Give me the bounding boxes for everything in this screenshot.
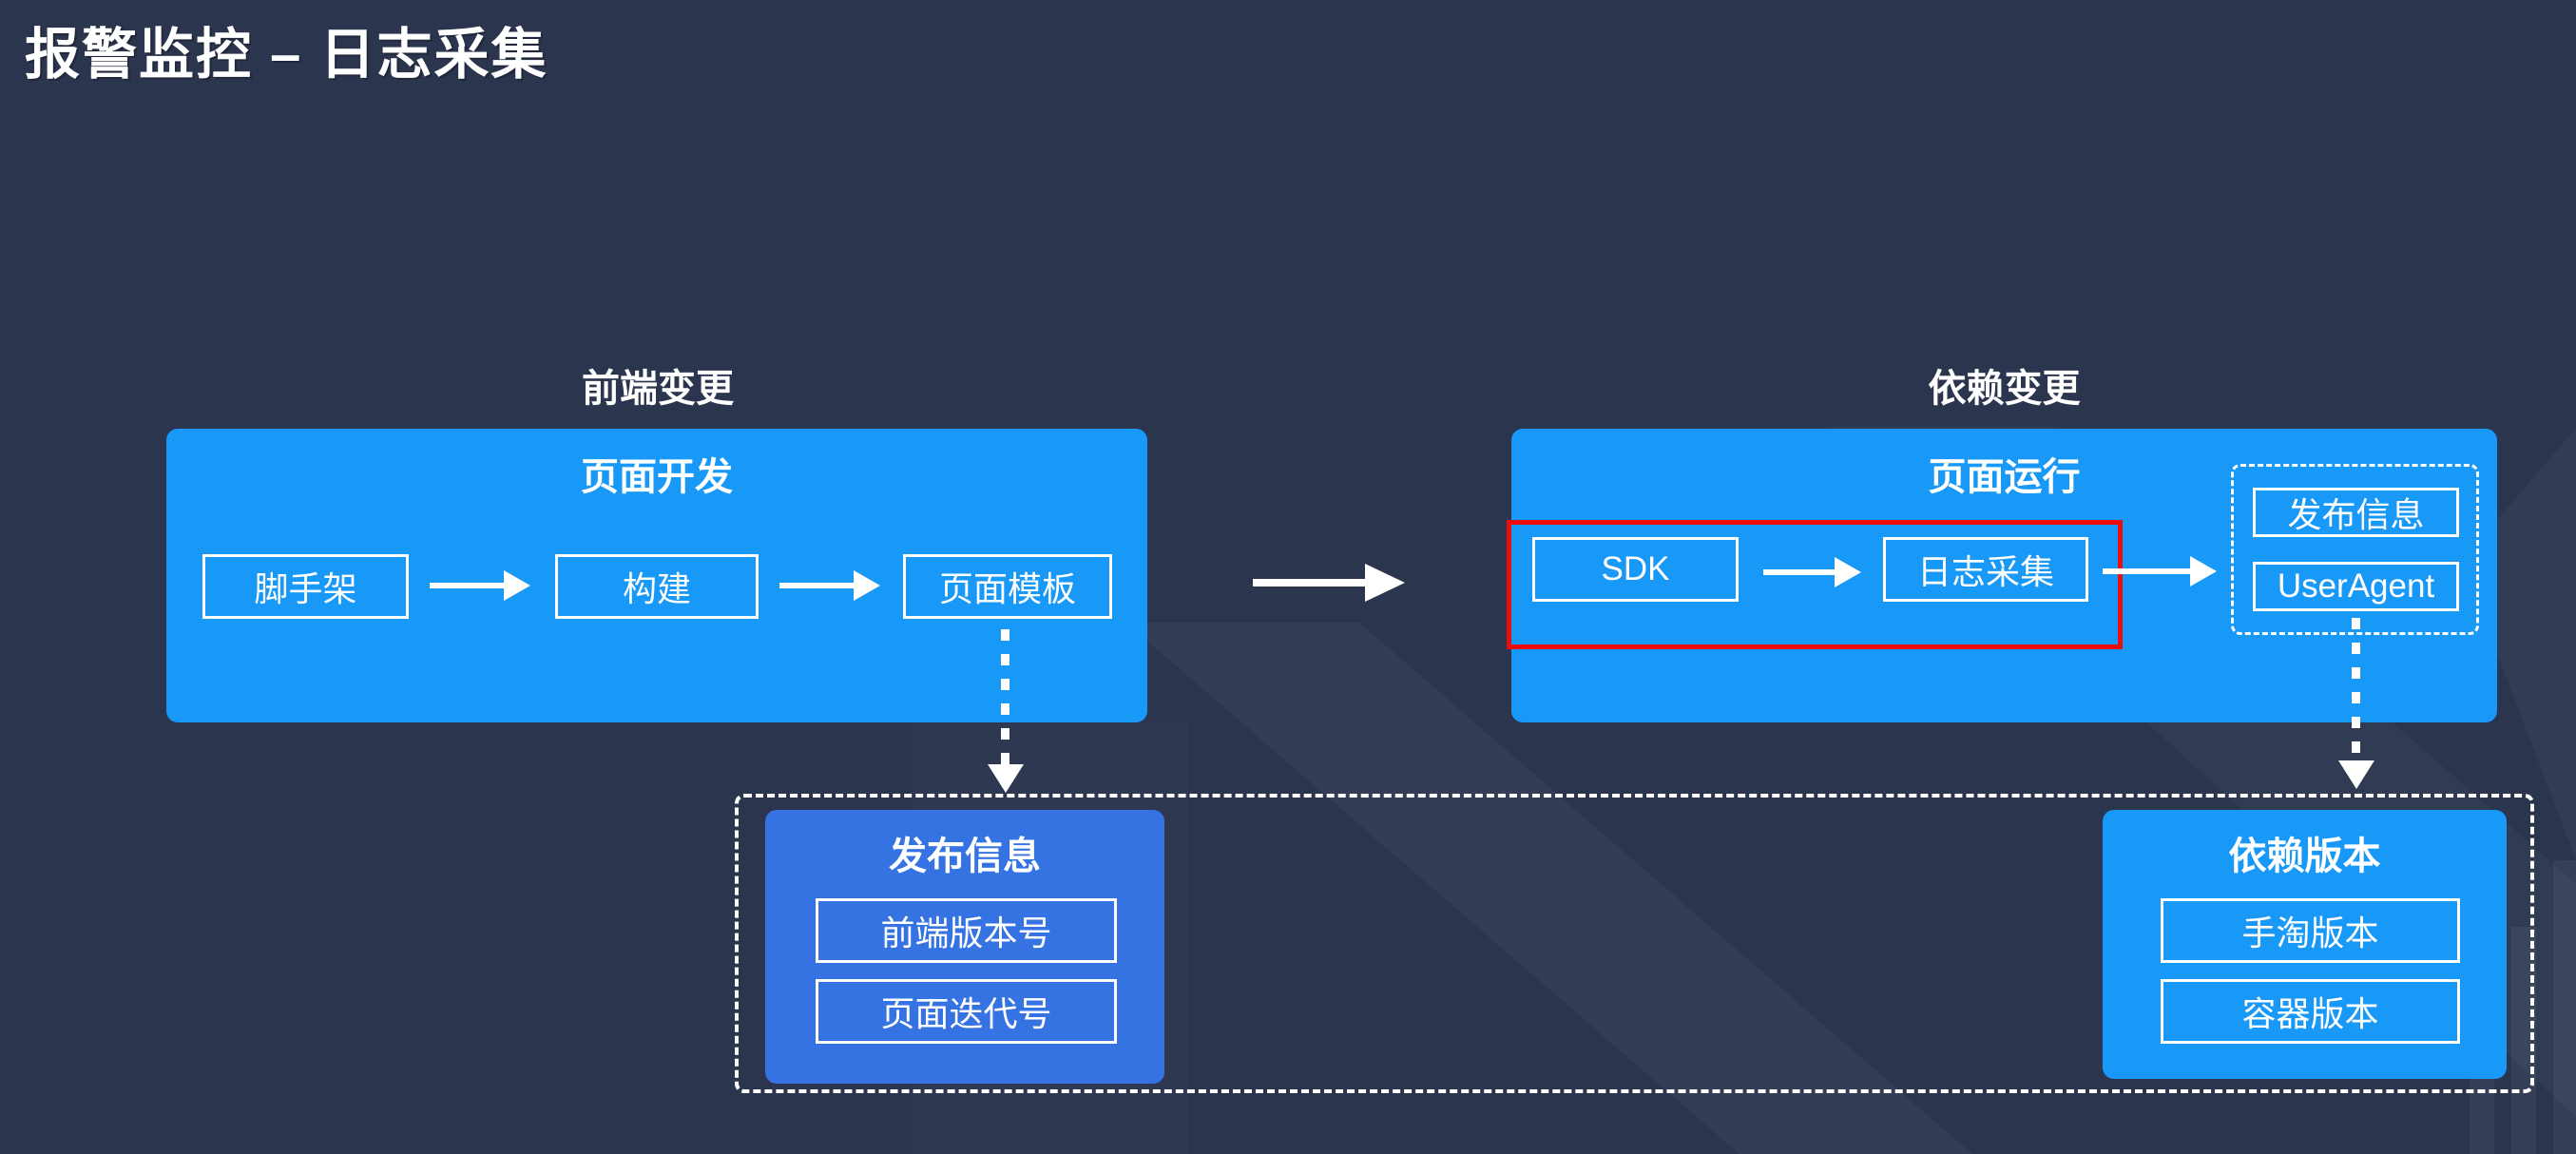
sdk-box: SDK	[1532, 537, 1739, 602]
highlight-red-frame	[1507, 520, 2123, 649]
release-info-output-label: 发布信息	[2287, 496, 2425, 534]
dependency-version-panel-title: 依赖版本	[2228, 836, 2381, 877]
page-iteration-box: 页面迭代号	[816, 979, 1117, 1044]
step-build-label: 构建	[622, 570, 691, 608]
step-template-box: 页面模板	[903, 554, 1112, 619]
dependency-box: 页面运行	[1511, 429, 2497, 722]
log-collect-box: 日志采集	[1883, 537, 2088, 602]
useragent-box: UserAgent	[2253, 562, 2459, 611]
dotted-arrow-useragent-to-deps	[2352, 618, 2360, 760]
release-info-panel-title: 发布信息	[889, 836, 1041, 877]
taobao-version-label: 手淘版本	[2241, 914, 2379, 952]
frontend-version-label: 前端版本号	[880, 914, 1052, 952]
log-collect-label: 日志采集	[1916, 553, 2054, 591]
step-build-box: 构建	[555, 554, 759, 619]
bottom-dashed-container	[735, 794, 2534, 1093]
dependency-section-label: 依赖变更	[1928, 368, 2081, 410]
bg-bar-3	[2553, 860, 2576, 1154]
dependency-version-panel: 依赖版本	[2103, 810, 2507, 1079]
page-iteration-label: 页面迭代号	[880, 995, 1052, 1033]
taobao-version-box: 手淘版本	[2161, 898, 2460, 963]
page-title: 报警监控 – 日志采集	[25, 24, 548, 86]
step-scaffold-box: 脚手架	[202, 554, 409, 619]
dotted-arrowhead-useragent	[2338, 760, 2374, 789]
step-scaffold-label: 脚手架	[254, 570, 357, 608]
container-version-label: 容器版本	[2241, 995, 2379, 1033]
step-template-label: 页面模板	[938, 570, 1076, 608]
release-info-panel: 发布信息	[765, 810, 1164, 1084]
dependency-box-title: 页面运行	[1928, 456, 2081, 498]
dotted-arrow-template-to-release	[1001, 629, 1009, 764]
sdk-label: SDK	[1601, 550, 1670, 587]
container-version-box: 容器版本	[2161, 979, 2460, 1044]
frontend-version-box: 前端版本号	[816, 898, 1117, 963]
frontend-box: 页面开发	[166, 429, 1147, 722]
frontend-section-label: 前端变更	[582, 368, 734, 410]
frontend-box-title: 页面开发	[581, 456, 733, 498]
useragent-label: UserAgent	[2277, 567, 2435, 605]
dotted-arrowhead-template	[988, 764, 1024, 793]
release-info-output-box: 发布信息	[2253, 488, 2459, 537]
